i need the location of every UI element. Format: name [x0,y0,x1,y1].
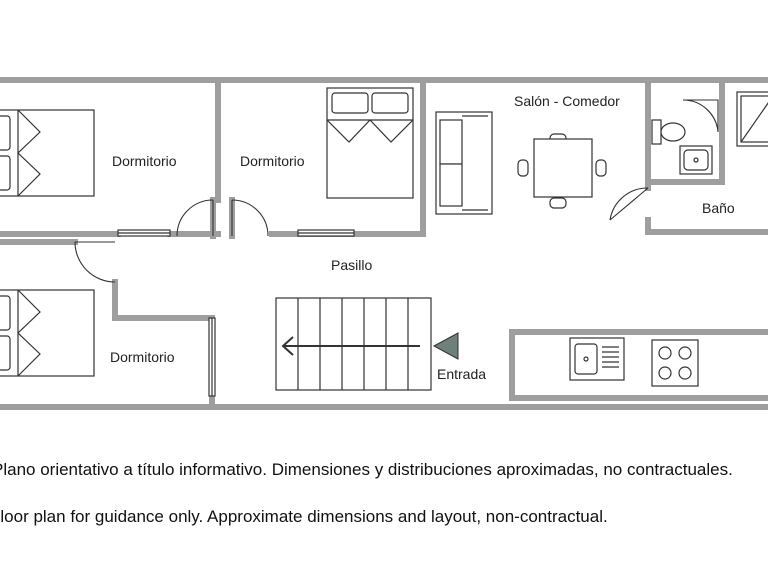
kitchen-sink [569,337,625,381]
room-label-hallway: Pasillo [331,257,372,273]
doors [74,99,719,283]
entrance-marker-icon [432,332,459,360]
bathroom-fixtures [651,91,768,175]
room-label-bedroom-bottom-left: Dormitorio [110,349,175,365]
kitchen-counter [509,329,768,401]
bed-top-left [0,109,95,197]
cooktop [651,339,699,387]
sofa [435,111,493,215]
windows [117,229,355,397]
room-label-entrance: Entrada [437,366,486,382]
door-bed3 [74,241,116,283]
shower [736,91,768,147]
room-label-bedroom-top-left: Dormitorio [112,153,177,169]
toilet [651,119,686,145]
kitchen-appliances [569,337,699,387]
disclaimer-spanish: Plano orientativo a título informativo. … [0,460,733,479]
door-bed2 [231,199,269,237]
floor-plan: Dormitorio Dormitorio Dormitorio Salón -… [0,77,768,410]
dining-table [517,133,607,209]
door-wc [682,99,719,133]
washbasin [679,145,713,175]
room-label-bedroom-top-middle: Dormitorio [240,153,305,169]
stairs [275,297,432,391]
room-label-bathroom: Baño [702,200,735,216]
room-label-living-dining: Salón - Comedor [514,93,620,109]
bed-bottom-left [0,289,95,377]
beds [0,87,414,377]
bed-top-middle [326,87,414,199]
disclaimer-english: Floor plan for guidance only. Approximat… [0,507,608,526]
door-bed1 [176,199,214,237]
door-bathroom [609,187,649,221]
